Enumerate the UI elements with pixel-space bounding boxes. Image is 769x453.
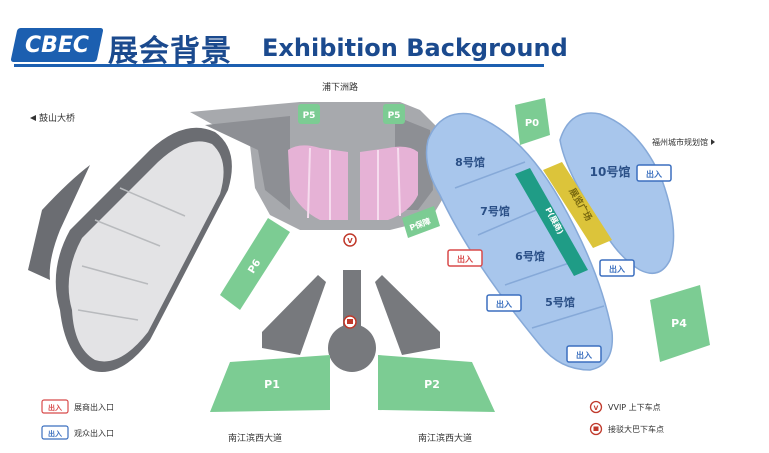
- header-underline: [14, 64, 544, 67]
- svg-text:V: V: [347, 237, 353, 245]
- svg-text:P0: P0: [525, 118, 539, 129]
- grey-hall-large: [55, 127, 232, 372]
- svg-text:出入: 出入: [646, 169, 662, 179]
- parking-p5-left: P5: [298, 104, 320, 124]
- svg-text:出入: 出入: [609, 264, 625, 274]
- svg-text:P5: P5: [388, 111, 401, 121]
- legend-bus: 接驳大巴下车点: [589, 422, 664, 436]
- parking-p6: P6: [220, 218, 290, 310]
- hall-8-label: 8号馆: [455, 155, 485, 169]
- cbec-logo: CBEC: [10, 28, 104, 62]
- hall-7-label: 7号馆: [480, 204, 510, 218]
- bus-drop-point-icon: [343, 315, 357, 329]
- visitor-entrance-marker-2: 出入: [599, 259, 635, 277]
- svg-text:接驳大巴下车点: 接驳大巴下车点: [608, 424, 664, 434]
- road-label-planning-hall: 福州城市规划馆: [652, 137, 715, 147]
- right-arrow-icon: [711, 139, 715, 145]
- svg-text:V: V: [594, 405, 599, 412]
- svg-text:展商出入口: 展商出入口: [74, 402, 114, 412]
- visitor-entrance-marker-3: 出入: [486, 294, 522, 312]
- lower-plaza-structures: [262, 270, 440, 372]
- svg-text:福州城市规划馆: 福州城市规划馆: [652, 137, 708, 147]
- left-arrow-icon: [30, 115, 36, 121]
- svg-text:P5: P5: [303, 111, 316, 121]
- vip-drop-point-icon: V: [343, 233, 357, 247]
- svg-text:出入: 出入: [457, 254, 473, 264]
- central-venue-west-wing: [205, 116, 290, 210]
- svg-text:出入: 出入: [48, 403, 62, 412]
- hall-6-label: 6号馆: [515, 249, 545, 263]
- svg-text:P4: P4: [671, 317, 687, 330]
- parking-p-security: P保障: [402, 206, 440, 238]
- visitor-entrance-marker-1: 出入: [636, 164, 672, 182]
- pink-building-right: [360, 146, 418, 220]
- parking-p1: P1: [210, 355, 330, 412]
- hall-10-label: 10号馆: [590, 164, 631, 179]
- grey-hall-outer: [28, 165, 90, 280]
- visitor-entrance-marker-4: 出入: [566, 345, 602, 363]
- legend-vip: V VVIP 上下车点: [589, 400, 661, 414]
- road-label-left: 鼓山大桥: [30, 112, 75, 124]
- svg-text:鼓山大桥: 鼓山大桥: [39, 112, 75, 124]
- svg-text:VVIP 上下车点: VVIP 上下车点: [608, 402, 661, 412]
- exhibitor-entrance-marker: 出入: [447, 249, 483, 267]
- parking-p4: P4: [650, 285, 710, 362]
- road-label-top: 浦下洲路: [322, 81, 358, 93]
- vip-icon: [589, 400, 603, 414]
- road-label-bottom-left: 南江滨西大道: [228, 432, 282, 444]
- svg-text:P2: P2: [424, 378, 440, 391]
- svg-text:观众出入口: 观众出入口: [74, 428, 114, 438]
- svg-text:出入: 出入: [496, 299, 512, 309]
- header: CBEC 展会背景 Exhibition Background: [0, 0, 769, 70]
- logo-text: CBEC: [24, 32, 90, 58]
- parking-p5-right: P5: [383, 104, 405, 124]
- legend-visitor: 出入 观众出入口: [41, 425, 114, 440]
- page-title-cn: 展会背景: [108, 34, 232, 69]
- hall-5-label: 5号馆: [545, 295, 575, 309]
- page-title-en: Exhibition Background: [262, 34, 568, 62]
- svg-text:P1: P1: [264, 378, 280, 391]
- road-label-bottom-right: 南江滨西大道: [418, 432, 472, 444]
- svg-text:出入: 出入: [576, 350, 592, 360]
- legend-exhibitor: 出入 展商出入口: [41, 399, 114, 414]
- svg-text:出入: 出入: [48, 429, 62, 438]
- venue-map: 浦下洲路 鼓山大桥 福州城市规划馆 南江滨西大道 南江滨西大道 P5: [28, 81, 715, 444]
- pink-building-left: [288, 145, 348, 220]
- parking-p2: P2: [378, 355, 495, 412]
- parking-p0: P0: [515, 98, 550, 145]
